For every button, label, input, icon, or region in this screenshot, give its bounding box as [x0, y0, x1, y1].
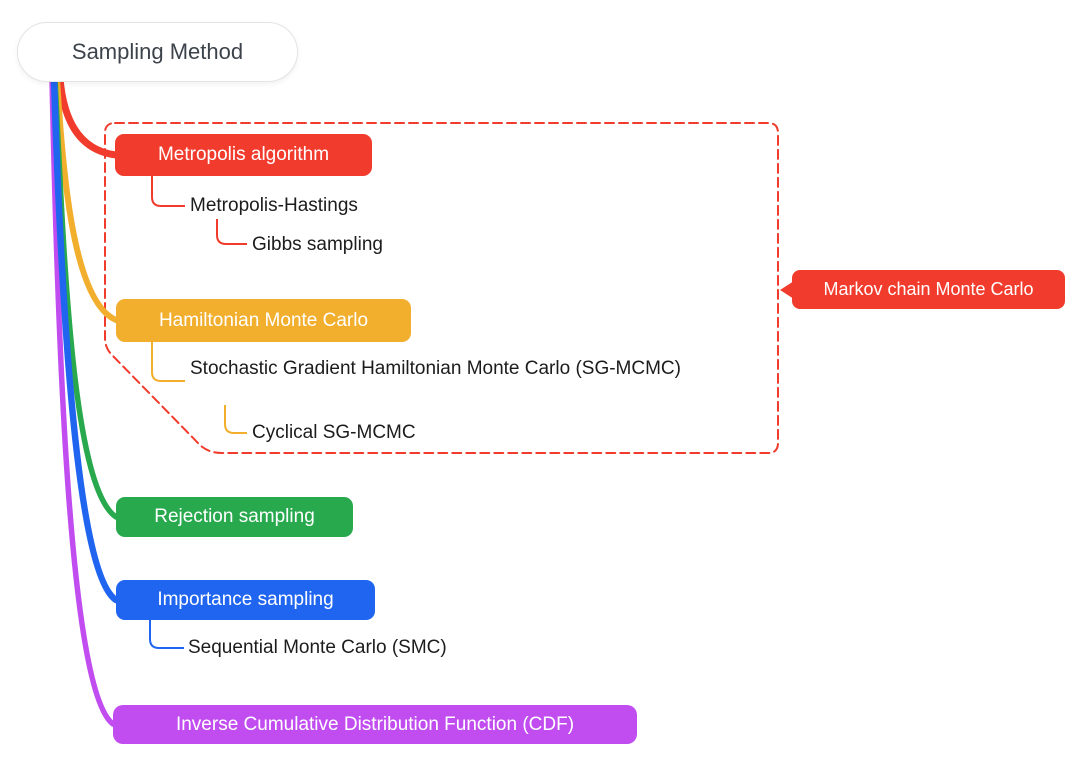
topic-gibbs-sampling[interactable]: Gibbs sampling — [252, 234, 383, 255]
topic-hamiltonian-monte-carlo[interactable]: Hamiltonian Monte Carlo — [116, 299, 411, 342]
topic-inverse-cdf[interactable]: Inverse Cumulative Distribution Function… — [113, 705, 637, 744]
topic-sequential-monte-carlo[interactable]: Sequential Monte Carlo (SMC) — [188, 637, 447, 658]
callout-markov-chain-monte-carlo[interactable]: Markov chain Monte Carlo — [792, 270, 1065, 309]
topic-root-label: Sampling Method — [71, 39, 244, 64]
branch-curve-blue — [50, 74, 120, 604]
connector-cyclical — [224, 405, 247, 434]
connector-gibbs — [216, 219, 247, 245]
topic-label: Metropolis algorithm — [157, 144, 330, 165]
topic-label: Inverse Cumulative Distribution Function… — [175, 713, 575, 735]
topic-sg-mcmc[interactable]: Stochastic Gradient Hamiltonian Monte Ca… — [190, 358, 681, 379]
topic-metropolis-hastings[interactable]: Metropolis-Hastings — [190, 195, 358, 216]
branch-curve-purple — [49, 75, 116, 727]
topic-label: Hamiltonian Monte Carlo — [158, 309, 369, 331]
connector-metropolis-hastings — [151, 176, 185, 207]
callout-tail — [780, 281, 794, 299]
connector-sequential — [149, 620, 184, 649]
topic-root-sampling-method[interactable]: Sampling Method — [17, 22, 298, 82]
callout-label: Markov chain Monte Carlo — [823, 279, 1034, 299]
boundary-mcmc[interactable] — [104, 122, 779, 454]
topic-label: Importance sampling — [157, 589, 334, 610]
topic-metropolis-algorithm[interactable]: Metropolis algorithm — [115, 134, 372, 176]
topic-label: Rejection sampling — [154, 506, 315, 527]
topic-importance-sampling[interactable]: Importance sampling — [116, 580, 375, 620]
topic-cyclical-sg-mcmc[interactable]: Cyclical SG-MCMC — [252, 422, 416, 443]
connector-stochastic — [151, 342, 185, 382]
topic-rejection-sampling[interactable]: Rejection sampling — [116, 497, 353, 537]
branch-curve-red — [56, 74, 120, 159]
